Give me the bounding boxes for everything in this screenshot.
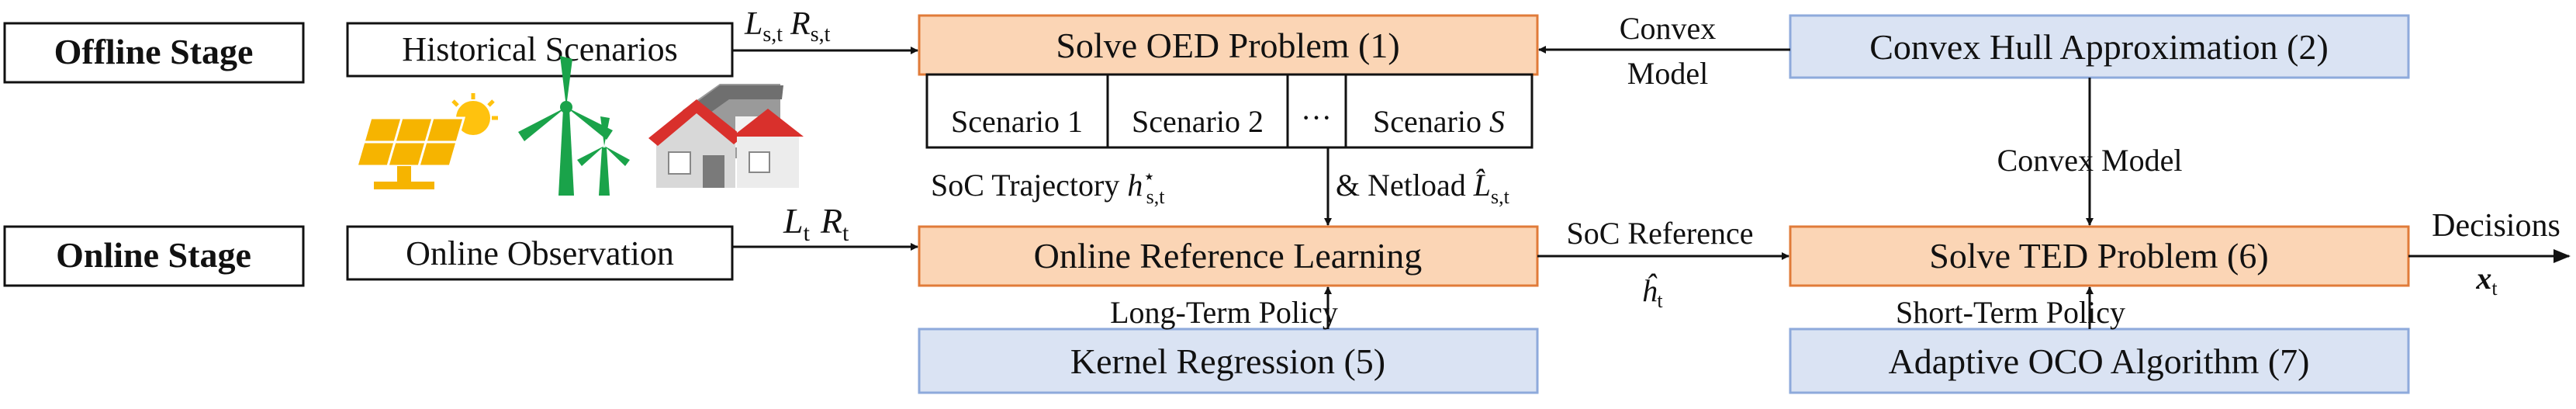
convex-model-right-label: Convex Model [1997, 143, 2183, 178]
convex-hull-block: Convex Hull Approximation (2) [1789, 14, 2410, 79]
long-term-policy-label: Long-Term Policy [1110, 295, 1338, 330]
historical-scenarios-box: Historical Scenarios [346, 22, 734, 78]
adaptive-oco-label: Adaptive OCO Algorithm (7) [1889, 341, 2310, 381]
kernel-regression-block: Kernel Regression (5) [918, 328, 1539, 394]
solve-oed-block: Solve OED Problem (1) [918, 14, 1539, 76]
online-reference-label: Online Reference Learning [1034, 236, 1423, 276]
scenario-2-label: Scenario 2 [1132, 104, 1264, 139]
online-reference-block: Online Reference Learning [918, 225, 1539, 287]
x-t-label: xt [2475, 261, 2498, 300]
wind-turbine-icon [518, 56, 630, 196]
online-observation-box: Online Observation [346, 225, 734, 281]
kernel-regression-label: Kernel Regression (5) [1070, 341, 1385, 381]
scenario-s-label: Scenario S [1373, 104, 1505, 139]
decisions-label: Decisions [2432, 208, 2560, 244]
adaptive-oco-block: Adaptive OCO Algorithm (7) [1789, 328, 2410, 394]
h-hat-label: ĥt [1641, 273, 1663, 312]
solve-oed-label: Solve OED Problem (1) [1056, 26, 1399, 65]
solar-panel-icon [355, 93, 498, 189]
online-stage-box: Online Stage [3, 225, 305, 287]
solve-ted-block: Solve TED Problem (6) [1789, 225, 2410, 287]
soc-reference-label: SoC Reference [1566, 216, 1753, 251]
online-observation-label: Online Observation [406, 234, 674, 272]
scenario-strip: Scenario 1 Scenario 2 ··· Scenario S [925, 73, 1533, 149]
solve-ted-label: Solve TED Problem (6) [1929, 236, 2268, 276]
historical-scenarios-label: Historical Scenarios [402, 30, 678, 68]
convex-hull-label: Convex Hull Approximation (2) [1869, 27, 2329, 67]
online-stage-label: Online Stage [56, 235, 251, 275]
houses-icon [648, 84, 804, 188]
netload-label: & Netload L̂s,t [1336, 168, 1510, 208]
convex-model-top-label-1: Convex [1620, 11, 1716, 46]
scenario-dots-label: ··· [1301, 100, 1332, 135]
soc-trajectory-label: SoC Trajectory h⋆s,t [931, 165, 1165, 208]
offline-stage-label: Offline Stage [54, 32, 254, 71]
offline-stage-box: Offline Stage [3, 22, 305, 84]
short-term-policy-label: Short-Term Policy [1896, 295, 2125, 330]
scenario-1-label: Scenario 1 [951, 104, 1083, 139]
convex-model-top-label-2: Model [1627, 56, 1708, 91]
